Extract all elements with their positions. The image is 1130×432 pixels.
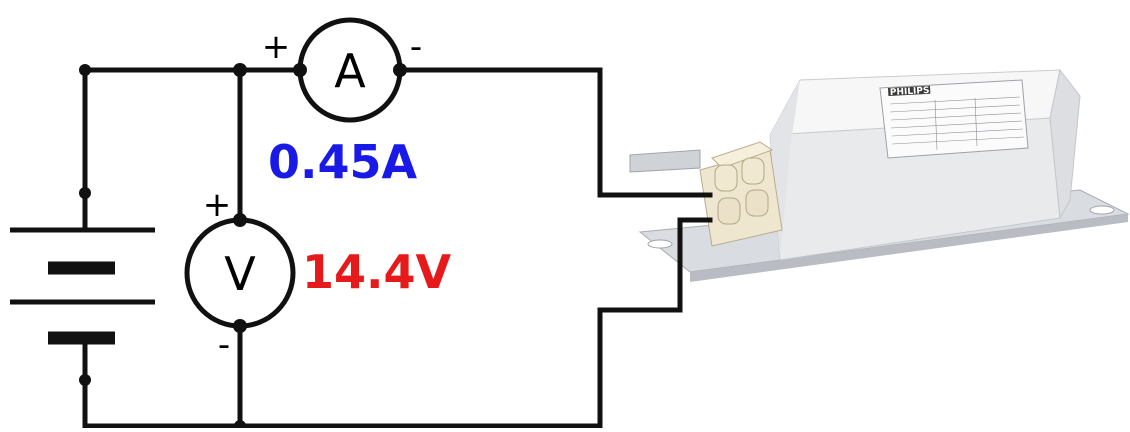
ammeter-minus-sign: -	[410, 27, 422, 67]
voltmeter-plus-terminal	[233, 213, 247, 227]
ammeter-reading: 0.45A	[268, 135, 417, 189]
junction-battery-top	[79, 187, 91, 199]
terminal-screw-2	[741, 157, 765, 185]
ballast-base-edge	[690, 214, 1128, 282]
voltmeter-minus-sign: -	[218, 325, 230, 365]
circuit-wires	[82, 67, 713, 429]
junction-battery-bottom	[79, 374, 91, 386]
junction-voltmeter-top	[233, 63, 247, 77]
voltmeter-minus-terminal	[233, 319, 247, 333]
ballast-brand: PHILIPS	[890, 86, 930, 98]
junction-voltmeter-bottom	[234, 420, 246, 432]
ballast-device: PHILIPS	[629, 68, 1130, 282]
terminal-block	[699, 141, 783, 247]
label-print-lines	[889, 96, 1025, 151]
brand-strip	[888, 85, 931, 96]
voltmeter: V + - 14.4V	[184, 185, 451, 365]
terminal-screw-3	[717, 197, 741, 225]
battery-symbol	[10, 227, 155, 345]
terminal-screw-1	[714, 164, 738, 192]
mount-hole-left	[647, 239, 673, 249]
voltmeter-symbol: V	[224, 247, 256, 301]
ammeter-plus-sign: +	[262, 27, 291, 67]
ammeter: A + - 0.45A	[262, 17, 422, 189]
mount-hole-right	[1089, 205, 1115, 215]
ballast-housing-side	[1049, 68, 1081, 220]
voltmeter-reading: 14.4V	[302, 245, 451, 299]
ballast-rail-tab	[629, 149, 701, 173]
ammeter-symbol: A	[334, 44, 366, 98]
wire-top-right	[397, 67, 713, 198]
voltmeter-plus-sign: +	[203, 185, 232, 225]
ammeter-minus-terminal	[393, 63, 407, 77]
ammeter-plus-terminal	[293, 63, 307, 77]
wire-right-return	[597, 217, 713, 429]
terminal-screw-4	[745, 189, 769, 217]
junction-top-left	[79, 64, 91, 76]
